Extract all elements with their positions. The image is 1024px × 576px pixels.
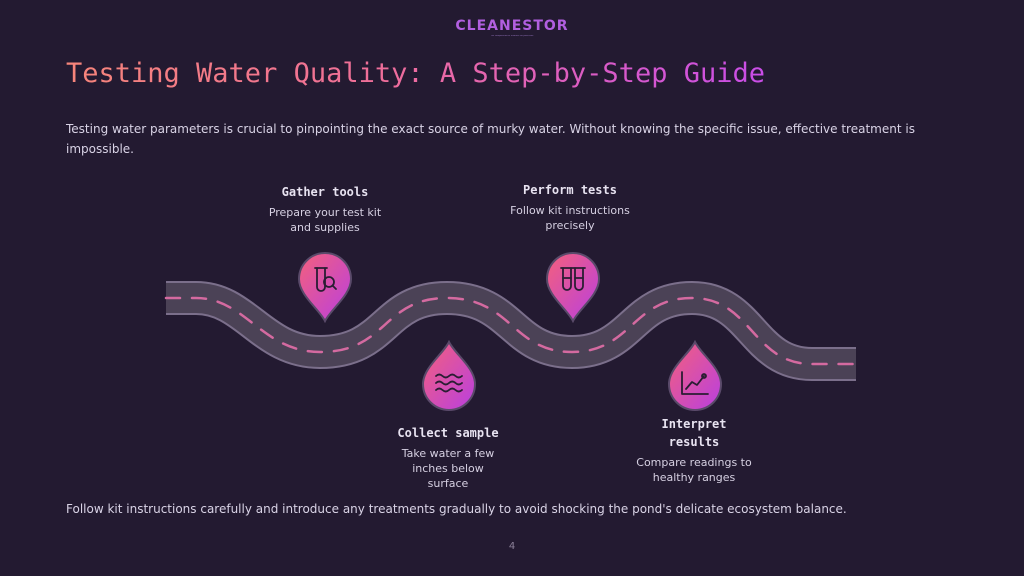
pin-gather-tools [297,251,353,323]
test-tubes-icon [560,267,586,291]
water-waves-icon [435,373,463,393]
step-title: Collect sample [397,426,499,440]
step-description: Take water a few inches below surface [401,447,495,490]
step-description: Prepare your test kit and supplies [268,206,382,234]
step-title: Perform tests [523,183,617,197]
step-description: Compare readings to healthy ranges [636,456,752,484]
slide-title: Testing Water Quality: A Step-by-Step Gu… [66,58,765,89]
footer-note: Follow kit instructions carefully and in… [66,502,847,516]
step-collect-sample: Collect sample Take water a few inches b… [368,424,528,491]
magnifier-test-tube-icon [314,267,337,292]
brand-logo: CLEANESTOR The comprehensive resource fo… [0,15,1024,38]
step-title: Interpret results [661,417,727,449]
line-chart-icon [681,371,709,395]
step-description: Follow kit instructions precisely [510,204,630,232]
brand-tagline: The comprehensive resource for pond care [490,35,534,37]
step-gather-tools: Gather tools Prepare your test kit and s… [245,183,405,235]
step-interpret-results: Interpret results Compare readings to he… [614,415,774,485]
pin-interpret-results [667,340,723,412]
page-number: 4 [508,541,516,552]
pin-perform-tests [545,251,601,323]
intro-paragraph: Testing water parameters is crucial to p… [66,122,915,156]
step-title: Gather tools [281,185,369,199]
brand-name: CLEANESTOR [455,18,569,34]
step-perform-tests: Perform tests Follow kit instructions pr… [490,181,650,233]
pin-collect-sample [421,340,477,412]
